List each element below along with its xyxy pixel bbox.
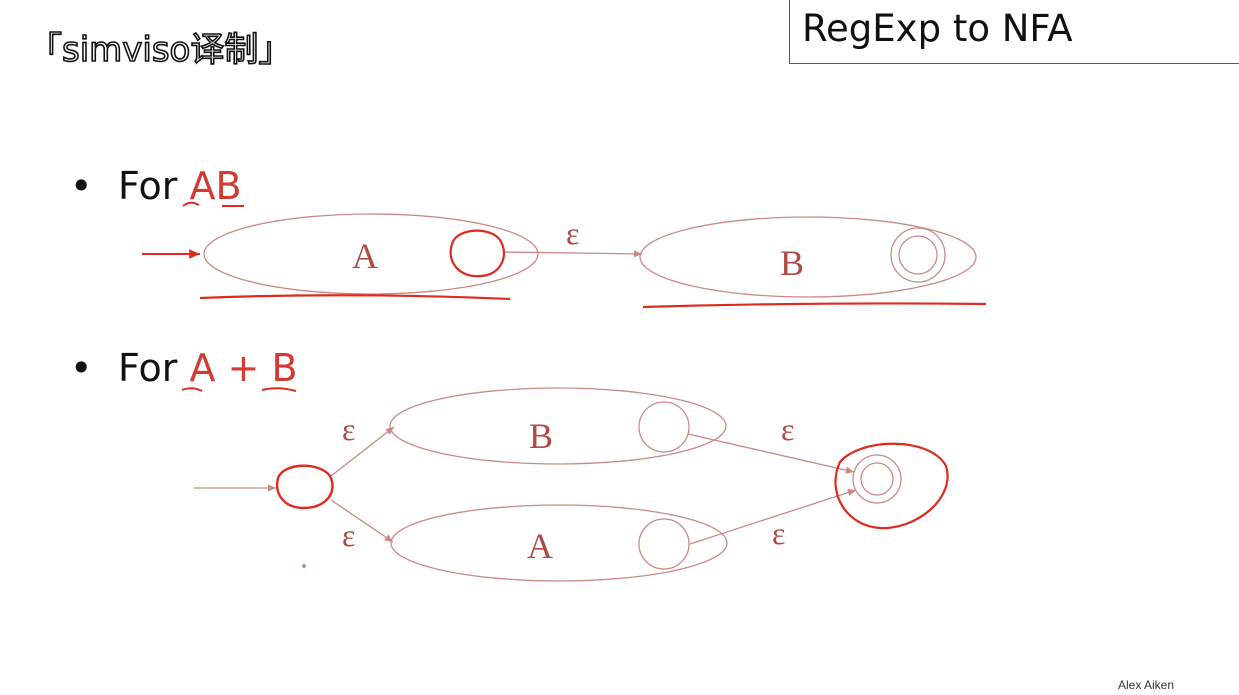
stray-dot — [302, 564, 306, 568]
ink-underline-union-a — [181, 387, 203, 392]
union-eps-top-arrow — [330, 426, 395, 477]
union-machine-a-ellipse — [390, 504, 728, 582]
machine-a-ellipse — [203, 213, 539, 295]
union-eps-bottom-arrow — [330, 499, 394, 543]
union-eps-bottom-out-arrow — [689, 489, 857, 545]
accept-state-outer — [890, 227, 946, 283]
bullet-union-lead: For — [118, 346, 190, 390]
watermark-logo: 「simviso译制」 — [27, 29, 293, 71]
slide-title-box: RegExp to NFA — [789, 0, 1239, 64]
bullet-dot-icon: • — [70, 164, 93, 208]
bullet-union: • For A + B — [70, 346, 298, 390]
machine-a-label: A — [352, 236, 378, 276]
bullet-concat-expr: AB — [189, 164, 242, 208]
machine-b-label: B — [780, 243, 804, 283]
ink-circle-a-final — [449, 229, 506, 278]
epsilon-transition-arrow — [504, 250, 643, 258]
bullet-dot-icon: • — [70, 346, 93, 390]
ink-underline-machine-a — [199, 294, 511, 301]
union-machine-b-label: B — [529, 416, 553, 456]
ink-circle-union-start — [275, 464, 334, 510]
ink-underline-union-b — [261, 387, 297, 392]
union-accept-outer — [852, 454, 902, 504]
union-eps-bottom-out: ε — [772, 515, 785, 551]
union-eps-bottom-in: ε — [342, 517, 355, 553]
machine-b-ellipse — [639, 216, 977, 298]
union-eps-top-out-arrow — [687, 433, 855, 474]
union-eps-top-in: ε — [342, 411, 355, 447]
ink-underline-machine-b — [642, 302, 987, 309]
bullet-concat: • For AB — [70, 164, 242, 208]
union-eps-top-out: ε — [781, 411, 794, 447]
accept-state-inner — [898, 235, 938, 275]
union-machine-a-label: A — [527, 526, 553, 566]
union-machine-b-ellipse — [389, 387, 727, 465]
bullet-concat-lead: For — [118, 164, 190, 208]
ink-circle-union-accept — [834, 442, 949, 530]
ink-underline-a — [182, 201, 200, 207]
union-accept-inner — [860, 462, 894, 496]
epsilon-label: ε — [566, 215, 579, 251]
union-a-final-state — [638, 518, 690, 570]
bullet-union-expr: A + B — [189, 346, 298, 390]
union-b-final-state — [638, 401, 690, 453]
slide-title: RegExp to NFA — [802, 7, 1073, 50]
author-credit: Alex Aiken — [1118, 678, 1175, 692]
